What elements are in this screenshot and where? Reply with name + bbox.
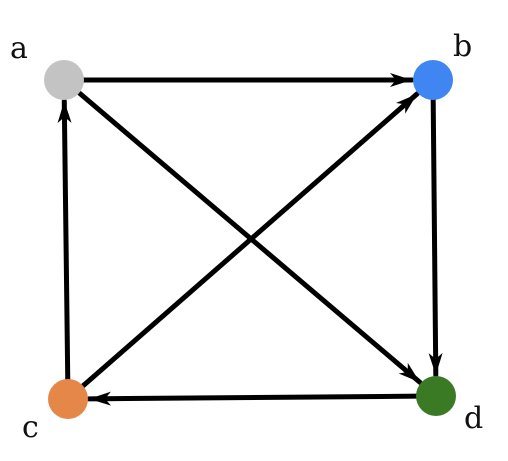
edge-line-c-a — [61, 98, 71, 384]
edge-c-to-b — [79, 91, 420, 390]
labels-layer: a b c d — [10, 29, 483, 445]
edge-line-d-c — [86, 393, 421, 402]
node-c — [48, 379, 88, 419]
node-a — [44, 60, 84, 100]
arrowhead-c-a — [57, 100, 72, 124]
arrowhead-a-b — [390, 73, 412, 87]
nodes-layer — [44, 60, 456, 419]
arrowhead-b-d — [428, 352, 443, 376]
arrowhead-c-b — [396, 93, 418, 114]
edge-c-to-a — [57, 98, 72, 384]
arrowhead-a-d — [398, 362, 420, 383]
node-label-b: b — [453, 29, 472, 64]
edges-layer — [57, 73, 443, 406]
edge-line-a-d — [75, 89, 423, 385]
edge-d-to-c — [86, 391, 421, 406]
node-label-c: c — [22, 410, 39, 445]
arrowhead-d-c — [88, 391, 112, 406]
node-d — [416, 376, 456, 416]
edge-b-to-d — [428, 95, 443, 378]
edge-a-to-b — [79, 73, 415, 87]
edge-line-b-d — [430, 95, 439, 378]
node-b — [413, 60, 453, 100]
edge-line-c-b — [79, 91, 420, 390]
node-label-d: d — [464, 401, 483, 436]
edge-a-to-d — [75, 89, 423, 385]
node-label-a: a — [10, 31, 28, 66]
